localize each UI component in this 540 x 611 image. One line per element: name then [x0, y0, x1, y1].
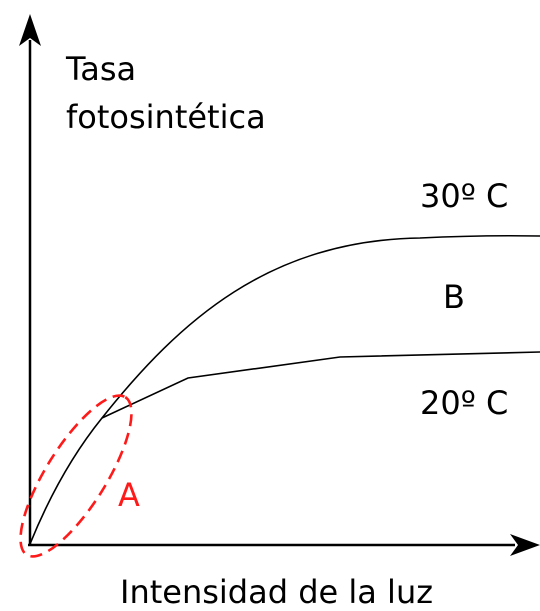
curve-30c-label: 30º C: [420, 177, 508, 215]
y-axis-label-line2: fotosintética: [66, 98, 266, 136]
x-axis-label: Intensidad de la luz: [120, 573, 433, 611]
y-axis-arrow-icon: [19, 14, 41, 46]
region-b-label: B: [443, 278, 465, 316]
region-a-label: A: [118, 476, 140, 514]
curve-20c-label: 20º C: [420, 384, 508, 422]
curve-20c: [101, 351, 540, 419]
curve-30c: [29, 234, 540, 545]
region-a-ellipse: [19, 394, 133, 558]
x-axis-arrow-icon: [510, 534, 540, 556]
y-axis-label-line1: Tasa: [65, 50, 136, 88]
